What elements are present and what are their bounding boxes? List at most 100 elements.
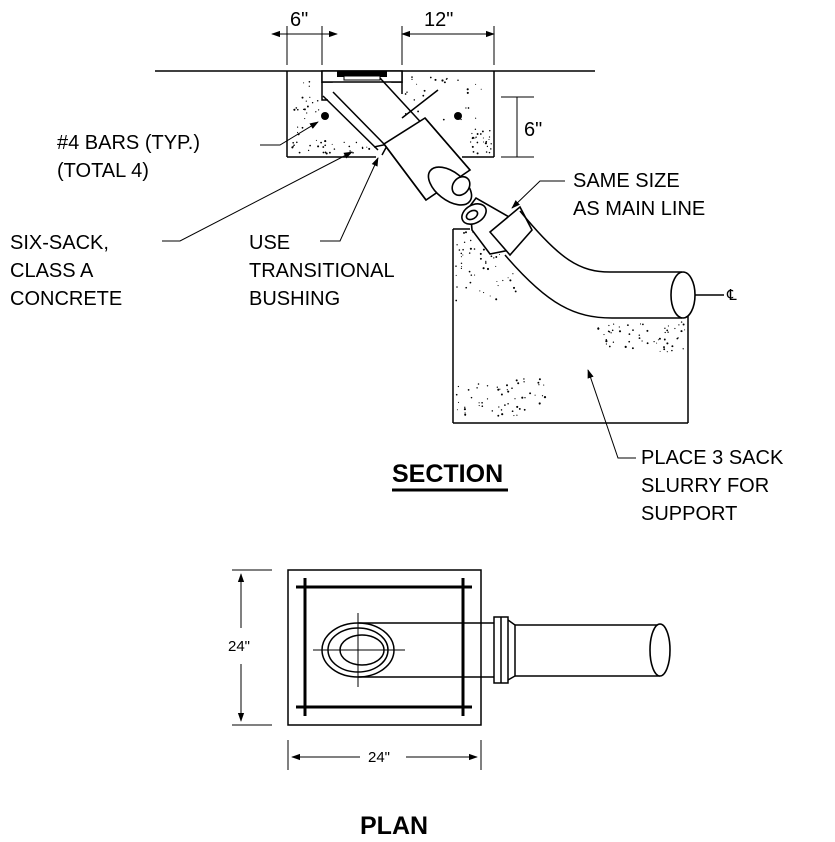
- stipple-dot: [482, 267, 485, 270]
- section-view: ℄ 6" 12" 6": [10, 9, 784, 525]
- stipple-dot: [486, 398, 489, 400]
- plan-inlet: [313, 613, 494, 687]
- stipple-dot: [456, 244, 458, 246]
- stipple-dot: [467, 107, 470, 109]
- stipple-dot: [443, 81, 446, 84]
- stipple-dot: [488, 151, 491, 154]
- stipple-dot: [507, 277, 509, 279]
- stipple-dot: [676, 337, 679, 340]
- stipple-dot: [642, 323, 644, 326]
- concrete-stipple: [291, 76, 492, 155]
- stipple-dot: [680, 321, 683, 323]
- stipple-dot: [413, 99, 416, 101]
- stipple-dot: [298, 151, 301, 154]
- stipple-dot: [470, 396, 473, 399]
- stipple-dot: [473, 248, 476, 250]
- label-slurry-line2: SLURRY FOR: [641, 475, 769, 497]
- stipple-dot: [506, 389, 508, 391]
- stipple-dot: [490, 148, 492, 150]
- stipple-dot: [355, 141, 358, 144]
- slurry-stipple: [455, 231, 686, 417]
- rebar-left: [321, 112, 329, 120]
- grate-frame: [321, 70, 403, 101]
- stipple-dot: [498, 406, 500, 408]
- stipple-dot: [493, 257, 495, 259]
- stipple-dot: [663, 338, 666, 341]
- stipple-dot: [607, 330, 610, 333]
- stipple-dot: [470, 239, 472, 242]
- stipple-dot: [455, 274, 457, 276]
- label-bars-line2: (TOTAL 4): [57, 160, 149, 182]
- plan-coupling: [493, 616, 671, 684]
- stipple-dot: [486, 267, 490, 271]
- stipple-dot: [486, 145, 489, 148]
- stipple-dot: [678, 324, 680, 326]
- stipple-dot: [458, 249, 461, 251]
- dim-6in-side: 6": [524, 119, 542, 141]
- stipple-dot: [484, 262, 487, 264]
- dim-top-right: 12": [401, 9, 495, 65]
- stipple-dot: [315, 139, 317, 141]
- stipple-dot: [495, 265, 497, 267]
- concrete-block: [286, 71, 495, 158]
- stipple-dot: [481, 401, 483, 404]
- leaders: [162, 121, 636, 459]
- stipple-dot: [509, 279, 512, 282]
- stipple-dot: [292, 141, 295, 144]
- stipple-dot: [605, 340, 608, 343]
- stipple-dot: [485, 140, 488, 143]
- stipple-dot: [605, 343, 608, 345]
- stipple-dot: [478, 402, 480, 404]
- stipple-dot: [352, 151, 354, 154]
- stipple-dot: [628, 340, 631, 343]
- stipple-dot: [521, 396, 524, 399]
- stipple-dot: [308, 81, 311, 83]
- rebar-right: [454, 112, 462, 120]
- stipple-dot: [483, 292, 485, 294]
- stipple-dot: [489, 129, 491, 132]
- stipple-dot: [324, 151, 327, 154]
- stipple-dot: [476, 387, 478, 389]
- stipple-dot: [516, 414, 518, 416]
- stipple-dot: [603, 334, 605, 336]
- section-title: SECTION: [392, 460, 503, 488]
- stipple-dot: [411, 76, 413, 78]
- stipple-dot: [664, 331, 666, 334]
- stipple-dot: [489, 295, 491, 297]
- stipple-dot: [324, 140, 327, 143]
- stipple-dot: [322, 151, 325, 154]
- stipple-dot: [295, 107, 298, 109]
- stipple-dot: [456, 286, 458, 288]
- stipple-dot: [490, 143, 492, 145]
- plan-title: PLAN: [360, 812, 428, 840]
- stipple-dot: [618, 326, 620, 328]
- stipple-dot: [667, 325, 669, 327]
- stipple-dot: [471, 145, 474, 148]
- stipple-dot: [500, 393, 503, 396]
- stipple-dot: [457, 401, 460, 403]
- label-concrete-line3: CONCRETE: [10, 288, 122, 310]
- stipple-dot: [641, 340, 643, 342]
- stipple-dot: [496, 386, 498, 388]
- stipple-dot: [463, 231, 465, 234]
- stipple-dot: [488, 138, 490, 141]
- stipple-dot: [417, 110, 420, 113]
- stipple-dot: [646, 329, 649, 332]
- stipple-dot: [543, 384, 545, 386]
- stipple-dot: [416, 83, 418, 85]
- plan-dim-24in-width: 24": [368, 749, 390, 766]
- stipple-dot: [657, 339, 659, 341]
- stipple-dot: [463, 408, 466, 411]
- stipple-dot: [638, 334, 641, 336]
- stipple-dot: [597, 327, 600, 330]
- stipple-dot: [478, 405, 480, 407]
- stipple-dot: [292, 145, 294, 148]
- stipple-dot: [297, 126, 299, 128]
- stipple-dot: [682, 348, 684, 350]
- dim-top-left: 6": [271, 9, 338, 65]
- stipple-dot: [462, 248, 464, 251]
- stipple-dot: [349, 150, 351, 152]
- stipple-dot: [293, 108, 296, 111]
- stipple-dot: [309, 144, 311, 147]
